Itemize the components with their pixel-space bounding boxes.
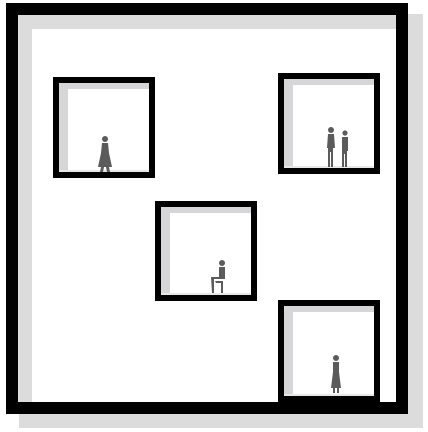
window-reveal-top <box>161 207 251 213</box>
window-floor <box>284 394 374 396</box>
inner-top-shade <box>18 15 396 29</box>
window-reveal-left <box>284 79 293 168</box>
window-reveal-left <box>59 83 68 172</box>
window-reveal-top <box>59 83 149 89</box>
window-middle <box>155 201 257 301</box>
standing-woman-icon <box>95 135 115 173</box>
window-top-right <box>278 73 380 174</box>
seated-person-icon <box>207 259 229 295</box>
pair-of-people-icon <box>324 126 352 168</box>
window-reveal-left <box>161 207 170 295</box>
window-reveal-top <box>284 79 374 85</box>
window-bottom-right <box>278 300 380 402</box>
standing-woman-icon <box>326 354 346 394</box>
window-top-left <box>53 77 155 178</box>
window-reveal-left <box>284 306 293 396</box>
window-floor <box>161 293 251 295</box>
inner-left-shade <box>18 15 32 402</box>
window-reveal-top <box>284 306 374 312</box>
